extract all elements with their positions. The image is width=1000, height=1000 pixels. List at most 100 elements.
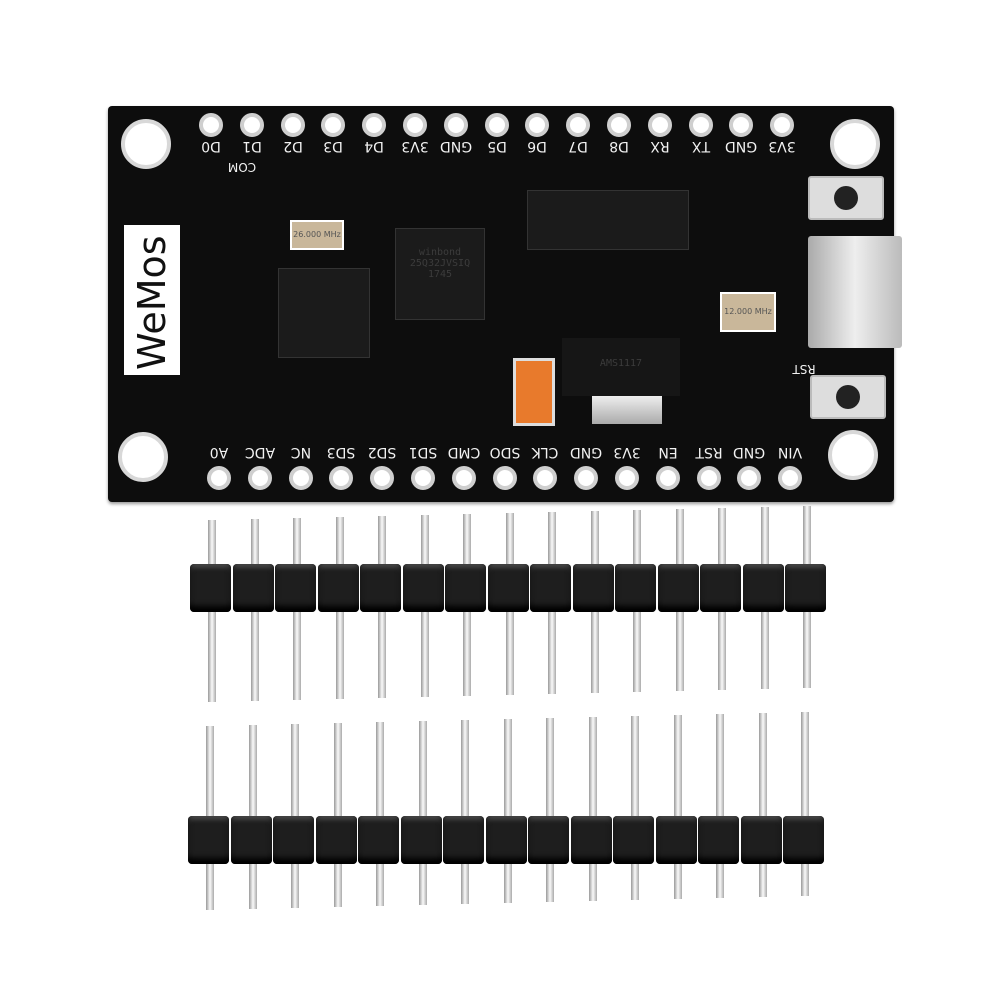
pin-label: D7 [568,138,589,154]
pin-label: A0 [209,444,229,460]
pin-label: EN [658,444,678,460]
pin-label: TX [691,138,710,154]
pin-pad [655,466,680,490]
pin-pad [288,466,313,490]
header-housing [528,816,569,864]
pin-label: SD2 [367,444,397,460]
header-pin [716,714,724,898]
pin-label: ADC [244,444,275,460]
header-pin [588,717,597,901]
header-pin [461,720,469,904]
pin-pad [411,466,435,490]
pin-label: GND [733,444,766,460]
header-pin [376,722,384,906]
pin-label: D3 [323,138,344,154]
pin-pad [607,113,631,137]
pin-pad [574,466,599,490]
pin-pad [484,113,509,137]
pin-label: D2 [282,138,303,154]
pin-pad [443,113,468,137]
header-housing [572,564,614,612]
header-housing [570,816,612,864]
pin-label: 3V3 [401,138,429,154]
header-housing [190,564,231,612]
pin-pad [321,113,346,137]
header-housing [698,816,739,864]
com-label: COM [227,160,257,174]
pin-pad [696,466,721,490]
pin-pad [615,466,639,490]
tantalum-capacitor [513,358,555,426]
pin-label: VIN [778,444,803,460]
pin-pad [737,466,762,490]
ch340-chip [278,268,370,358]
pin-label: CMD [447,444,481,460]
rst-label: RST [792,362,816,376]
header-housing [443,816,484,864]
pin-pad [280,113,305,137]
header-housing [742,564,784,612]
header-pin [333,723,342,907]
pin-label: 3V3 [768,138,796,154]
header-housing [360,564,401,612]
header-housing [485,816,527,864]
pin-label: 3V3 [613,444,641,460]
header-housing [783,816,824,864]
flash-button [808,176,884,220]
header-pin [758,713,767,897]
pin-pad [370,466,395,490]
pin-pad [403,113,427,137]
header-housing [740,816,782,864]
mounting-hole [118,432,168,482]
crystal-12mhz: 12.000 MHz [720,292,776,332]
voltage-regulator: AMS1117 [562,338,680,396]
wemos-logo: WeMos [124,225,180,375]
reset-button [810,375,886,419]
pin-pad [239,113,264,137]
pin-label: D4 [364,138,385,154]
header-housing [275,564,316,612]
header-housing [273,816,314,864]
header-pin [503,719,512,903]
pin-pad [492,466,517,490]
pin-label: D1 [241,138,262,154]
pin-label: D0 [201,138,221,154]
pin-label: D5 [486,138,507,154]
mounting-hole [830,119,880,169]
header-housing [400,816,442,864]
pin-pad [778,466,803,490]
pin-pad [451,466,476,490]
pin-label: D8 [609,138,629,154]
pin-label: GND [570,444,603,460]
header-housing [655,816,697,864]
header-housing [317,564,359,612]
pin-label: RST [695,444,723,460]
header-housing [700,564,741,612]
header-pin [418,721,427,905]
pin-pad [329,466,354,490]
header-pin [673,715,682,899]
pin-label: CLK [532,444,559,460]
header-pin [631,716,639,900]
header-housing [232,564,274,612]
header-housing [657,564,699,612]
header-housing [358,816,399,864]
pin-pad [688,113,713,137]
pin-pad [525,113,550,137]
pin-pad [729,113,754,137]
header-pin [801,712,809,896]
pin-pad [533,466,558,490]
regulator-tab [592,396,662,424]
pin-label: NC [290,444,311,460]
pin-label: SD3 [327,444,356,460]
esp8266-chip [527,190,689,250]
pin-pad [199,113,223,137]
mounting-hole [828,430,878,480]
pin-label: SDO [489,444,520,460]
pin-pad [362,113,387,137]
pin-pad [566,113,591,137]
micro-usb-port [808,236,902,348]
header-housing [188,816,229,864]
mounting-hole [121,119,171,169]
